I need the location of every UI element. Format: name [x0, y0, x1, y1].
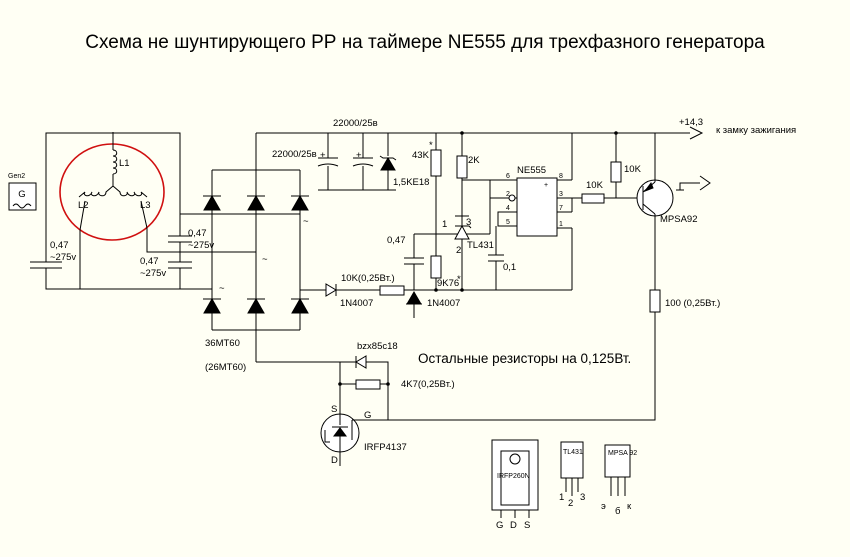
pins-ne555-2-label: 4 — [506, 205, 510, 212]
diagram-title: Схема не шунтирующего РР на таймере NE55… — [85, 32, 765, 53]
bridge-diode-1 — [203, 194, 221, 211]
components-plus-label: + — [544, 182, 548, 189]
ac-wiring — [30, 132, 300, 290]
components-r100-label: 100 (0,25Вт.) — [665, 298, 720, 309]
packages-to92_tl-name-label: TL431 — [563, 449, 583, 456]
generator-coils-0-label: L1 — [119, 158, 130, 169]
packages-to92_tl-pins-1-label: 2 — [568, 498, 573, 509]
package-to92-mpsa92 — [604, 444, 631, 496]
packages-to247-pins-1-label: D — [510, 520, 517, 531]
components-r43k_mark-label: * — [429, 140, 433, 151]
packages-to247-pins-2-label: S — [524, 520, 530, 531]
capacitors-c_big2-label: 22000/25в — [272, 149, 317, 160]
rectifier-ac_mark-label: ~ — [303, 216, 309, 227]
ne555-timer — [462, 133, 582, 290]
components-r10k_025-label: 10K(0,25Вт.) — [341, 273, 395, 284]
package-to92-tl431 — [560, 441, 584, 496]
components-r10k_b-label: 10K — [624, 164, 642, 175]
capacitors-c_big1-label: 22000/25в — [333, 118, 378, 129]
components-r43k-label: 43K — [412, 150, 430, 161]
packages-to92_tl-pins-0-label: 1 — [559, 492, 564, 503]
capacitors-c_mid_top-0-label: 0,47 — [188, 228, 207, 239]
bridge-diode-6 — [291, 297, 309, 314]
pins-ne555-7-label: 1 — [559, 221, 563, 228]
generator-name-label: Gen2 — [8, 173, 25, 180]
ne555-label: NE555 — [517, 165, 546, 176]
pins-ne555-3-label: 5 — [506, 219, 510, 226]
packages-to92_mp-name-label: MPSA 92 — [608, 450, 637, 457]
pins-mosfet-2-label: D — [331, 455, 338, 466]
generator-coils-1-label: L2 — [78, 200, 89, 211]
mpsa92-label: MPSA92 — [660, 214, 698, 225]
mosfet-stage — [256, 355, 390, 466]
note-text: Остальные резисторы на 0,125Вт. — [418, 351, 631, 366]
capacitors-c_mid_top-1-label: ~275v — [188, 240, 214, 251]
rectifier-ac_mark-label: ~ — [219, 283, 225, 294]
ignition-label: к замку зажигания — [716, 125, 796, 136]
driver-stage — [356, 131, 711, 421]
rectifier-part: 36MT60 — [205, 338, 240, 349]
zener-label: bzx85c18 — [357, 341, 398, 352]
generator-symbol-label: G — [18, 189, 25, 200]
bridge-diode-5 — [247, 297, 265, 314]
pins-mosfet-1-label: G — [364, 410, 371, 421]
pins-tl431-0-label: 1 — [442, 219, 447, 230]
tl431-label: TL431 — [467, 240, 494, 251]
components-r9k76-label: 9K76 — [437, 278, 459, 289]
capacitors-c_mid_bot-1-label: ~275v — [140, 268, 166, 279]
packages-to92_mp-pins-0-label: э — [601, 501, 606, 512]
to247-name: IRFP260N — [497, 473, 530, 480]
components-r10k_a-label: 10K — [586, 180, 604, 191]
mosfet-label: IRFP4137 — [364, 442, 407, 453]
components-plus-label: + — [356, 150, 362, 161]
capacitors-c_mid_bot-0-label: 0,47 — [140, 256, 159, 267]
pins-tl431-1-label: 3 — [466, 217, 471, 228]
packages-to92_tl-pins-2-label: 3 — [580, 492, 585, 503]
rectifier-bridge — [202, 133, 309, 362]
components-plus-label: + — [320, 150, 326, 161]
bridge-diode-3 — [291, 194, 309, 211]
c-gen-value: 0,47 — [50, 240, 69, 251]
package-to247 — [491, 439, 539, 518]
packages-to92_mp-pins-1-label: б — [615, 506, 621, 517]
bridge-diode-4 — [203, 297, 221, 314]
capacitors-c_timing-label: 0,47 — [387, 235, 406, 246]
pins-ne555-6-label: 7 — [559, 205, 563, 212]
star-winding: L1 L2 L3 — [59, 132, 165, 241]
components-r2k-label: 2K — [468, 155, 480, 166]
components-diode1-label: 1N4007 — [340, 298, 373, 309]
components-diode2-label: 1N4007 — [427, 298, 460, 309]
components-r4k7-label: 4K7(0,25Вт.) — [401, 379, 455, 390]
pins-ne555-1-label: 2 — [506, 191, 510, 198]
pins-tl431-2-label: 2 — [456, 245, 461, 256]
supply-voltage: +14,3 — [679, 117, 703, 128]
bridge-diode-2 — [247, 194, 265, 211]
generator-coils-2-label: L3 — [140, 200, 151, 211]
packages-to92_mp-pins-2-label: к — [627, 501, 632, 512]
generator-gen2: G Gen2 — [8, 173, 37, 211]
pins-ne555-0-label: 6 — [506, 173, 510, 180]
capacitors-c_out-label: 0,1 — [503, 262, 516, 273]
components-r9k76_mark-label: * — [457, 274, 461, 285]
c-gen-rating: ~275v — [50, 252, 76, 263]
rectifier-alt-part: (26MT60) — [205, 362, 246, 373]
pins-mosfet-0-label: S — [331, 404, 337, 415]
pins-ne555-5-label: 3 — [559, 191, 563, 198]
pins-ne555-4-label: 8 — [559, 173, 563, 180]
tvs-label: 1,5KE18 — [393, 177, 429, 188]
packages-to247-pins-0-label: G — [496, 520, 503, 531]
highlight-circle — [59, 143, 165, 241]
rectifier-ac_mark-label: ~ — [262, 254, 268, 265]
